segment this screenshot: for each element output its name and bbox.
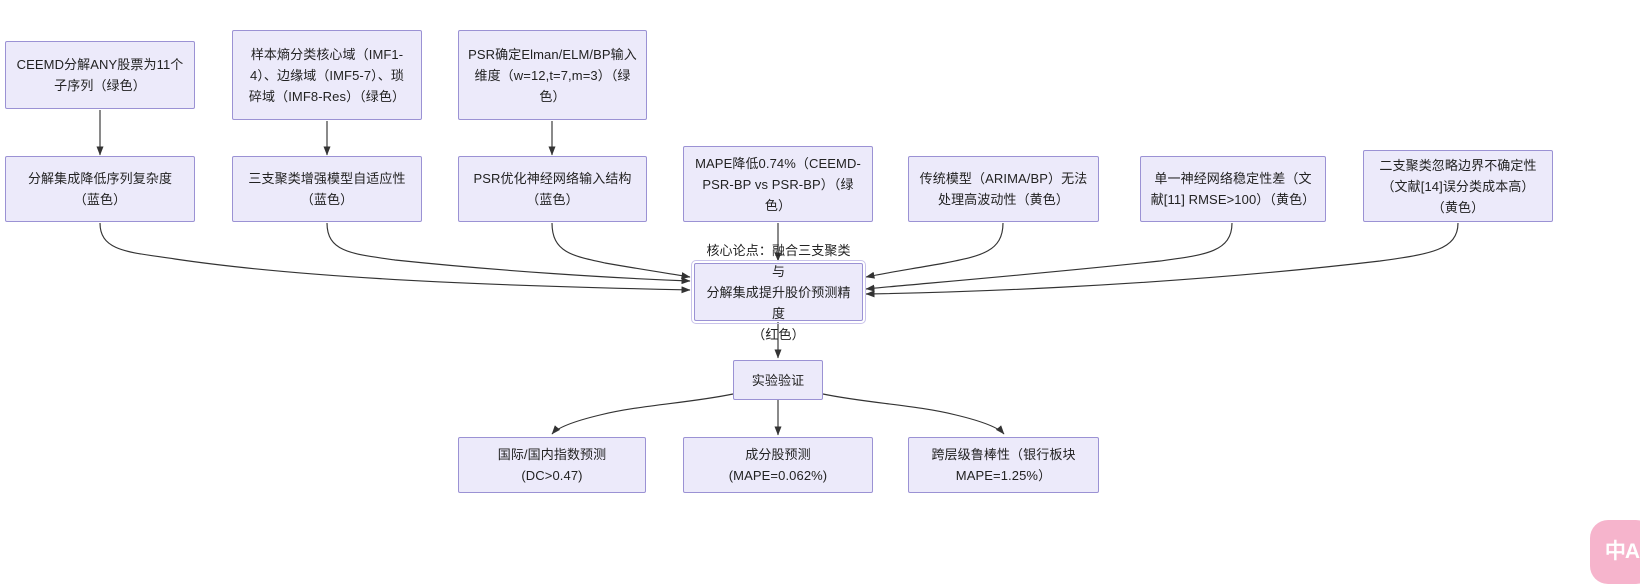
- node-label: 传统模型（ARIMA/BP）无法 处理高波动性（黄色）: [919, 171, 1088, 207]
- node-two-way-clustering-limitation[interactable]: 二支聚类忽略边界不确定性 （文献[14]误分类成本高） （黄色）: [1363, 150, 1553, 222]
- edge-n10-core: [865, 222, 1459, 298]
- node-label: 核心论点：融合三支聚类与 分解集成提升股价预测精度 （红色）: [706, 242, 851, 342]
- edge-n4-core: [99, 222, 691, 294]
- watermark-badge: 中A: [1590, 520, 1640, 584]
- node-label: 二支聚类忽略边界不确定性 （文献[14]误分类成本高） （黄色）: [1379, 157, 1537, 215]
- edge-n5-core: [326, 222, 691, 285]
- node-psr-optimizes-network-input[interactable]: PSR优化神经网络输入结构 （蓝色）: [458, 156, 647, 222]
- node-decomposition-reduces-complexity[interactable]: 分解集成降低序列复杂度 （蓝色）: [5, 156, 195, 222]
- node-psr-input-dimension[interactable]: PSR确定Elman/ELM/BP输入 维度（w=12,t=7,m=3）（绿 色…: [458, 30, 647, 120]
- node-mape-reduction[interactable]: MAPE降低0.74%（CEEMD- PSR-BP vs PSR-BP）（绿 色…: [683, 146, 873, 222]
- node-ceemd-decomposition[interactable]: CEEMD分解ANY股票为11个 子序列（绿色）: [5, 41, 195, 109]
- node-label: 单一神经网络稳定性差（文 献[11] RMSE>100）（黄色）: [1150, 171, 1316, 207]
- edge-exp-r1: [551, 393, 734, 435]
- node-label: 样本熵分类核心域（IMF1- 4）、边缘域（IMF5-7）、琐 碎域（IMF8-…: [248, 46, 406, 104]
- node-single-network-instability[interactable]: 单一神经网络稳定性差（文 献[11] RMSE>100）（黄色）: [1140, 156, 1326, 222]
- node-label: MAPE降低0.74%（CEEMD- PSR-BP vs PSR-BP）（绿 色…: [695, 155, 861, 213]
- node-result-cross-level-robustness[interactable]: 跨层级鲁棒性（银行板块 MAPE=1.25%）: [908, 437, 1099, 493]
- edge-exp-r3: [822, 393, 1005, 435]
- node-sample-entropy-classification[interactable]: 样本熵分类核心域（IMF1- 4）、边缘域（IMF5-7）、琐 碎域（IMF8-…: [232, 30, 422, 120]
- node-label: 实验验证: [751, 372, 805, 388]
- node-label: 跨层级鲁棒性（银行板块 MAPE=1.25%）: [931, 447, 1076, 483]
- node-label: CEEMD分解ANY股票为11个 子序列（绿色）: [16, 57, 184, 93]
- node-experiment-verification[interactable]: 实验验证: [733, 360, 823, 400]
- node-core-claim[interactable]: 核心论点：融合三支聚类与 分解集成提升股价预测精度 （红色）: [691, 243, 866, 342]
- watermark-text: 中A: [1604, 540, 1640, 563]
- edge-n6-core: [551, 222, 691, 280]
- node-label: PSR优化神经网络输入结构 （蓝色）: [473, 171, 632, 207]
- node-result-constituent-stock-forecast[interactable]: 成分股预测 (MAPE=0.062%): [683, 437, 873, 493]
- edge-n8-core: [865, 222, 1004, 279]
- node-label: 分解集成降低序列复杂度 （蓝色）: [27, 171, 173, 207]
- node-three-way-clustering-adaptivity[interactable]: 三支聚类增强模型自适应性 （蓝色）: [232, 156, 422, 222]
- node-label: 成分股预测 (MAPE=0.062%): [728, 447, 828, 483]
- node-result-index-forecast[interactable]: 国际/国内指数预测 (DC>0.47): [458, 437, 646, 493]
- node-label: 国际/国内指数预测 (DC>0.47): [497, 447, 607, 483]
- edge-n9-core: [865, 222, 1233, 292]
- node-traditional-models-limitation[interactable]: 传统模型（ARIMA/BP）无法 处理高波动性（黄色）: [908, 156, 1099, 222]
- node-label: 三支聚类增强模型自适应性 （蓝色）: [248, 171, 406, 207]
- node-label: PSR确定Elman/ELM/BP输入 维度（w=12,t=7,m=3）（绿 色…: [468, 46, 637, 104]
